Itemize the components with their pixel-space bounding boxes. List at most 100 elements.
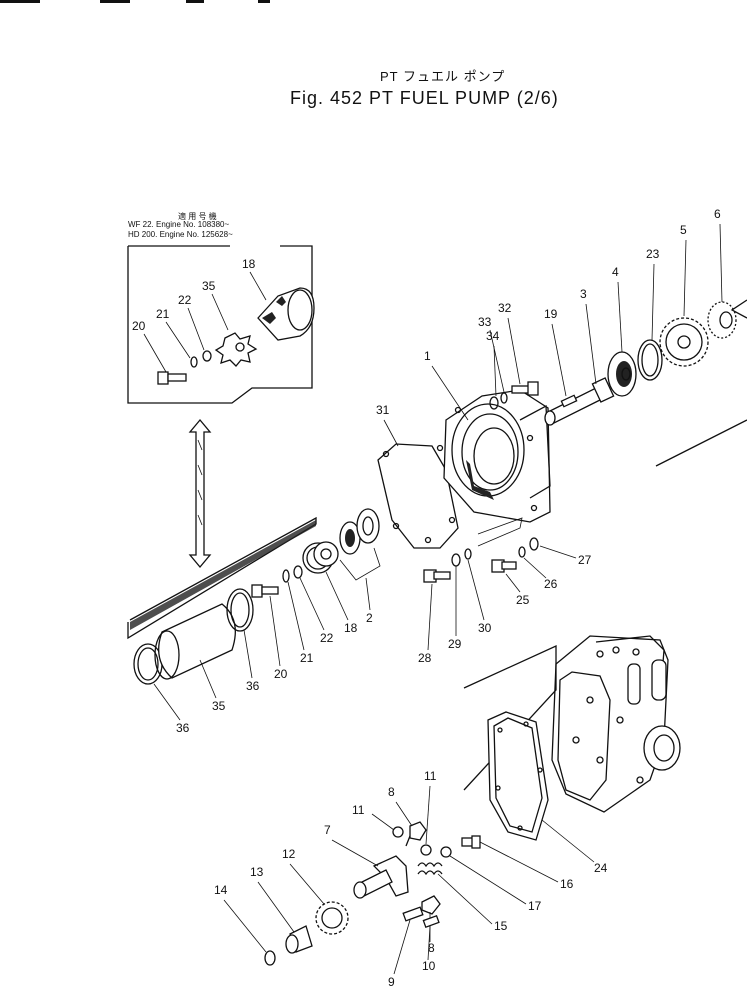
- gasket-31: [377, 443, 459, 549]
- callout-11-right: 11: [424, 769, 437, 783]
- callout-29: 29: [448, 637, 462, 651]
- washer-11b: [420, 844, 432, 856]
- callout-12: 12: [282, 847, 296, 861]
- inset-washer: [202, 350, 212, 362]
- inset-coupling: [257, 287, 315, 341]
- callout-10: 10: [422, 959, 436, 973]
- inset-spider-hole: [235, 342, 245, 352]
- callout-21: 21: [300, 651, 314, 665]
- callout-8-top: 8: [388, 785, 395, 799]
- callout-19: 19: [544, 307, 558, 321]
- inset-bolt: [157, 371, 187, 385]
- double-arrow: [188, 418, 212, 569]
- callout-31: 31: [376, 403, 390, 417]
- crop-mark: [258, 0, 270, 3]
- crop-mark: [100, 0, 130, 3]
- callout-28: 28: [418, 651, 432, 665]
- callout-23: 23: [646, 247, 660, 261]
- callout-33: 33: [478, 315, 492, 329]
- callout-20-inset: 20: [132, 319, 146, 333]
- gear-6: [707, 301, 737, 339]
- bearing-2: [339, 508, 381, 581]
- callout-16: 16: [560, 877, 574, 891]
- washer-11a: [392, 826, 404, 838]
- callout-27: 27: [578, 553, 592, 567]
- callout-18: 18: [344, 621, 358, 635]
- snap-ring-36-right: [226, 588, 254, 632]
- pin-10: [422, 914, 440, 928]
- bolt-25: [491, 559, 517, 573]
- callout-3: 3: [580, 287, 587, 301]
- gear-12: [315, 901, 349, 935]
- callout-21-inset: 21: [156, 307, 170, 321]
- callout-34: 34: [486, 329, 500, 343]
- applicability-heading: 適 用 号 機: [178, 212, 217, 221]
- spring-15: [417, 862, 443, 876]
- gasket-24: [487, 711, 549, 841]
- applicability-line: WF 22. Engine No. 108380~: [128, 220, 230, 229]
- washer-22: [293, 565, 303, 579]
- gear-5: [659, 317, 709, 367]
- throttle-shaft-7: [353, 855, 409, 899]
- callout-36-right: 36: [246, 679, 260, 693]
- callout-22: 22: [320, 631, 334, 645]
- callout-13: 13: [250, 865, 264, 879]
- washer-17: [440, 846, 452, 858]
- applicability-line: HD 200. Engine No. 125628~: [128, 230, 233, 239]
- callout-11-left: 11: [352, 803, 365, 817]
- callout-24: 24: [594, 861, 608, 875]
- washer-27: [529, 537, 539, 551]
- bearing-4: [607, 351, 637, 397]
- callout-18-inset: 18: [242, 257, 256, 271]
- plug-16: [461, 835, 481, 849]
- callout-25: 25: [516, 593, 530, 607]
- callout-35-inset: 35: [202, 279, 216, 293]
- callout-1: 1: [424, 349, 431, 363]
- right-break-line: [730, 299, 747, 319]
- callout-7: 7: [324, 823, 331, 837]
- callout-30: 30: [478, 621, 492, 635]
- inset-lockwasher: [190, 356, 198, 368]
- lever-8-top: [405, 821, 427, 847]
- callout-20: 20: [274, 667, 288, 681]
- pin-9: [402, 906, 424, 922]
- washer-34: [489, 396, 499, 410]
- lever-8-bottom: [421, 895, 441, 915]
- sleeve-35: [154, 603, 236, 680]
- callout-2: 2: [366, 611, 373, 625]
- bolt-32: [511, 381, 539, 396]
- bolt-28: [423, 569, 451, 583]
- snap-ring-23: [637, 339, 663, 381]
- callout-14: 14: [214, 883, 228, 897]
- pump-body: [551, 635, 681, 813]
- callout-8-bottom: 8: [428, 941, 435, 955]
- callout-6: 6: [714, 207, 721, 221]
- lockwasher-26: [518, 546, 526, 558]
- callout-32: 32: [498, 301, 512, 315]
- snap-ring-14: [264, 950, 276, 966]
- inset-spider: [214, 332, 258, 367]
- crop-mark: [186, 0, 204, 3]
- callout-4: 4: [612, 265, 619, 279]
- leader-bracket: [477, 517, 523, 547]
- callout-36-left: 36: [176, 721, 190, 735]
- callout-9: 9: [388, 975, 395, 987]
- callout-26: 26: [544, 577, 558, 591]
- bushing-13: [285, 925, 313, 954]
- callout-35: 35: [212, 699, 226, 713]
- housing-1: [443, 389, 551, 523]
- gear-coupling-18: [302, 541, 339, 574]
- callout-22-inset: 22: [178, 293, 192, 307]
- snap-ring-36-left: [133, 643, 163, 685]
- crop-mark: [0, 0, 40, 3]
- callout-17: 17: [528, 899, 542, 913]
- lockwasher-21: [282, 569, 290, 583]
- figure-title: Fig. 452 PT FUEL PUMP (2/6): [290, 88, 559, 108]
- bolt-20: [251, 584, 279, 598]
- callout-5: 5: [680, 223, 687, 237]
- shaft-3: [544, 377, 615, 426]
- lockwasher-30: [464, 548, 472, 560]
- lockwasher-33: [500, 392, 508, 404]
- callout-15: 15: [494, 919, 508, 933]
